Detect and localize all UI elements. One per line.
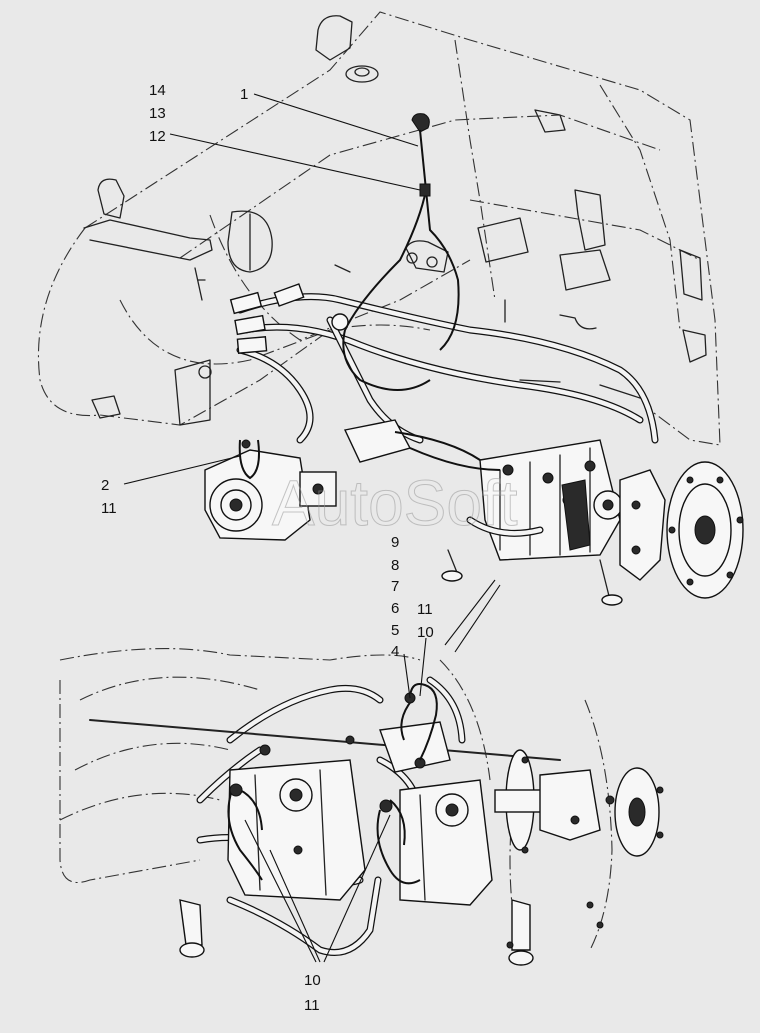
hydrostatic-pump-lower: [227, 721, 493, 906]
drive-flange-lower: [494, 749, 664, 857]
hydrostatic-pump-upper: [204, 439, 337, 541]
callout-1: 1: [240, 86, 248, 103]
callout-6: 6: [391, 600, 399, 617]
callout-14: 14: [149, 82, 166, 99]
upper-hose-bundle: [236, 293, 659, 444]
chassis-frame: [37, 11, 721, 446]
callout-5: 5: [391, 622, 399, 639]
sensor-harness: [331, 113, 460, 391]
callout-13: 13: [149, 105, 166, 122]
callout-10-middle: 10: [417, 624, 434, 641]
callout-7: 7: [391, 578, 399, 595]
lower-hose-bundle: [89, 676, 561, 956]
callout-11-bottom: 11: [304, 997, 320, 1014]
drive-flange-upper: [619, 461, 744, 599]
callout-leaders: [123, 93, 427, 963]
callout-10-bottom: 10: [304, 972, 321, 989]
sensor-wiring-lower: [227, 683, 438, 885]
watermark-text: AutoSoft: [272, 467, 518, 539]
detail-leaders: [444, 579, 501, 653]
hose-fittings-left: [194, 267, 305, 379]
callout-9: 9: [391, 534, 399, 551]
valve-block-upper: [343, 419, 623, 606]
callout-11-upper: 11: [101, 500, 117, 517]
callout-4: 4: [391, 643, 399, 660]
frame-brackets: [91, 109, 707, 426]
callout-labels: 14 13 12 1 2 11 9 8 7 6 5 4 11 10 10 11: [101, 82, 434, 1014]
lower-frame-phantom: [59, 648, 613, 961]
callout-11-middle: 11: [417, 601, 433, 618]
callout-12: 12: [149, 128, 166, 145]
fuel-tank: [83, 15, 379, 261]
mount-feet-lower: [179, 899, 604, 966]
callout-8: 8: [391, 557, 399, 574]
callout-2: 2: [101, 477, 109, 494]
